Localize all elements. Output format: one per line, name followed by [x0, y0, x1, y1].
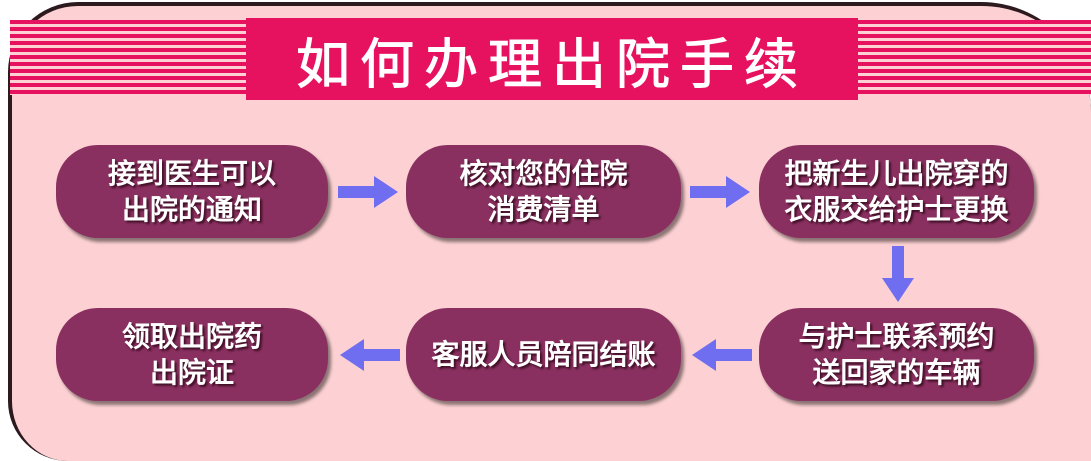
- step-1-box: 接到医生可以 出院的通知: [56, 145, 328, 238]
- step-3-line-2: 衣服交给护士更换: [784, 192, 1009, 226]
- arrow-right-icon: [338, 176, 398, 208]
- arrow-down-icon: [882, 246, 914, 302]
- title-banner: 如何办理出院手续: [246, 18, 858, 100]
- arrow-left-icon: [692, 339, 752, 371]
- arrow-left-icon: [340, 339, 400, 371]
- step-6-line-1: 领取出院药: [121, 319, 262, 353]
- step-4-line-2: 送回家的车辆: [812, 355, 981, 389]
- step-3-line-1: 把新生儿出院穿的: [784, 156, 1009, 190]
- step-4-box: 与护士联系预约 送回家的车辆: [759, 308, 1034, 401]
- step-6-box: 领取出院药 出院证: [56, 308, 328, 401]
- step-5-box: 客服人员陪同结账: [406, 308, 681, 401]
- step-5-line-1: 客服人员陪同结账: [431, 337, 656, 371]
- step-3-box: 把新生儿出院穿的 衣服交给护士更换: [759, 145, 1034, 238]
- step-6-line-2: 出院证: [149, 355, 234, 389]
- step-4-line-1: 与护士联系预约: [798, 319, 995, 353]
- arrow-right-icon: [690, 176, 750, 208]
- step-2-box: 核对您的住院 消费清单: [406, 145, 681, 238]
- step-1-line-2: 出院的通知: [121, 192, 262, 226]
- step-1-line-1: 接到医生可以: [107, 156, 276, 190]
- step-2-line-2: 消费清单: [487, 192, 600, 226]
- page-title: 如何办理出院手续: [296, 32, 808, 96]
- step-2-line-1: 核对您的住院: [459, 156, 628, 190]
- page-margin: [0, 0, 10, 461]
